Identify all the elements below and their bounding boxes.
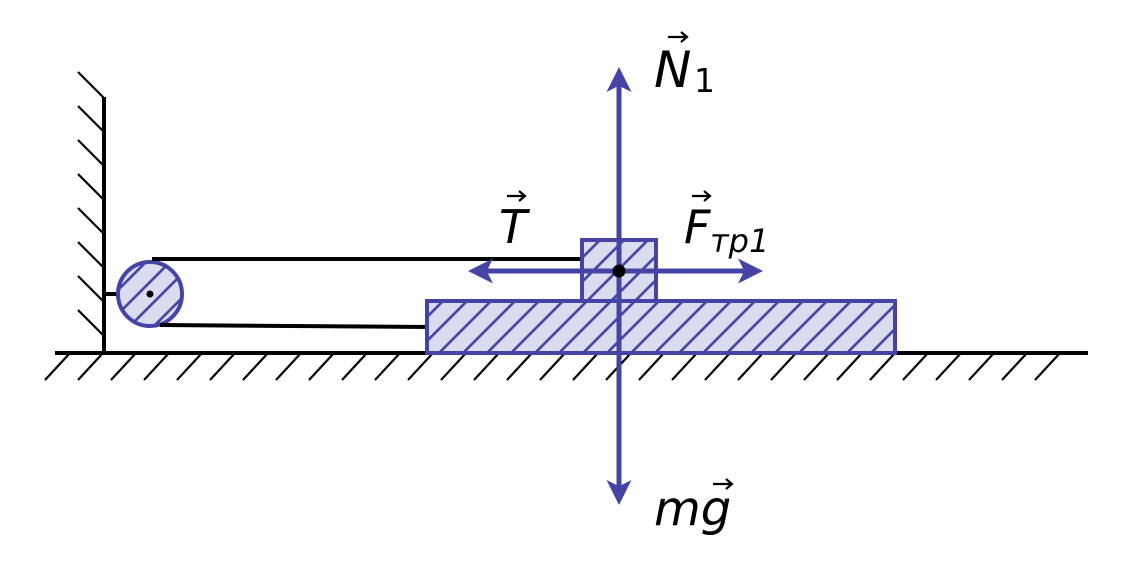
normal-force-label: N 1 [654, 31, 715, 100]
svg-text:тр1: тр1 [710, 222, 769, 260]
vector-mark-icon [668, 31, 689, 43]
lower-body [425, 299, 897, 355]
vector-mark-icon [713, 478, 734, 490]
wall-hatching [77, 71, 105, 337]
svg-text:1: 1 [694, 61, 715, 100]
pulley-center [146, 290, 154, 298]
svg-text:F: F [684, 200, 711, 254]
tension-label: T [499, 190, 531, 254]
lower-string [159, 323, 431, 329]
gravity-label: mg [654, 478, 734, 537]
friction-label: F тр1 [684, 190, 769, 260]
ground-hatching [44, 352, 1061, 381]
vector-mark-icon [692, 190, 712, 202]
center-of-mass-point [612, 264, 626, 278]
svg-text:N: N [654, 41, 691, 99]
vector-mark-icon [507, 190, 527, 202]
svg-text:mg: mg [654, 481, 731, 537]
svg-text:T: T [499, 200, 531, 254]
